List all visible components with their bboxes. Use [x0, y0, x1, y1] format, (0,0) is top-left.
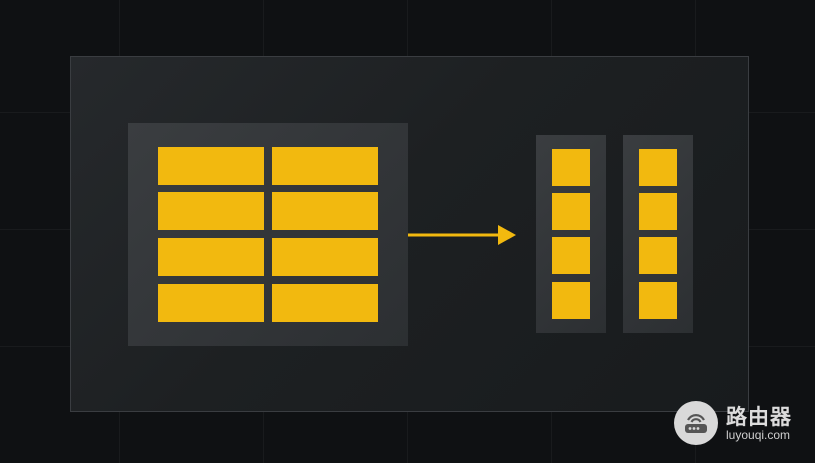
table-cell [158, 147, 264, 185]
table-cell [272, 238, 378, 276]
watermark-title: 路由器 [726, 405, 792, 429]
column-cell [639, 282, 677, 319]
column-cell [639, 149, 677, 186]
router-icon [674, 401, 718, 445]
table-cell [272, 192, 378, 230]
table-cell [158, 192, 264, 230]
table-cell [158, 238, 264, 276]
target-column-1 [536, 135, 606, 333]
table-cell [158, 284, 264, 322]
watermark-url: luyouqi.com [726, 428, 791, 442]
table-cell [272, 147, 378, 185]
target-column-2 [623, 135, 693, 333]
table-cell [272, 284, 378, 322]
arrow-right-icon [408, 225, 516, 245]
column-cell [639, 193, 677, 230]
column-cell [552, 193, 590, 230]
diagram-card [70, 56, 749, 412]
source-table [128, 123, 408, 346]
column-cell [552, 237, 590, 274]
watermark: 路由器 luyouqi.com [674, 399, 815, 447]
column-cell [639, 237, 677, 274]
column-cell [552, 149, 590, 186]
column-cell [552, 282, 590, 319]
